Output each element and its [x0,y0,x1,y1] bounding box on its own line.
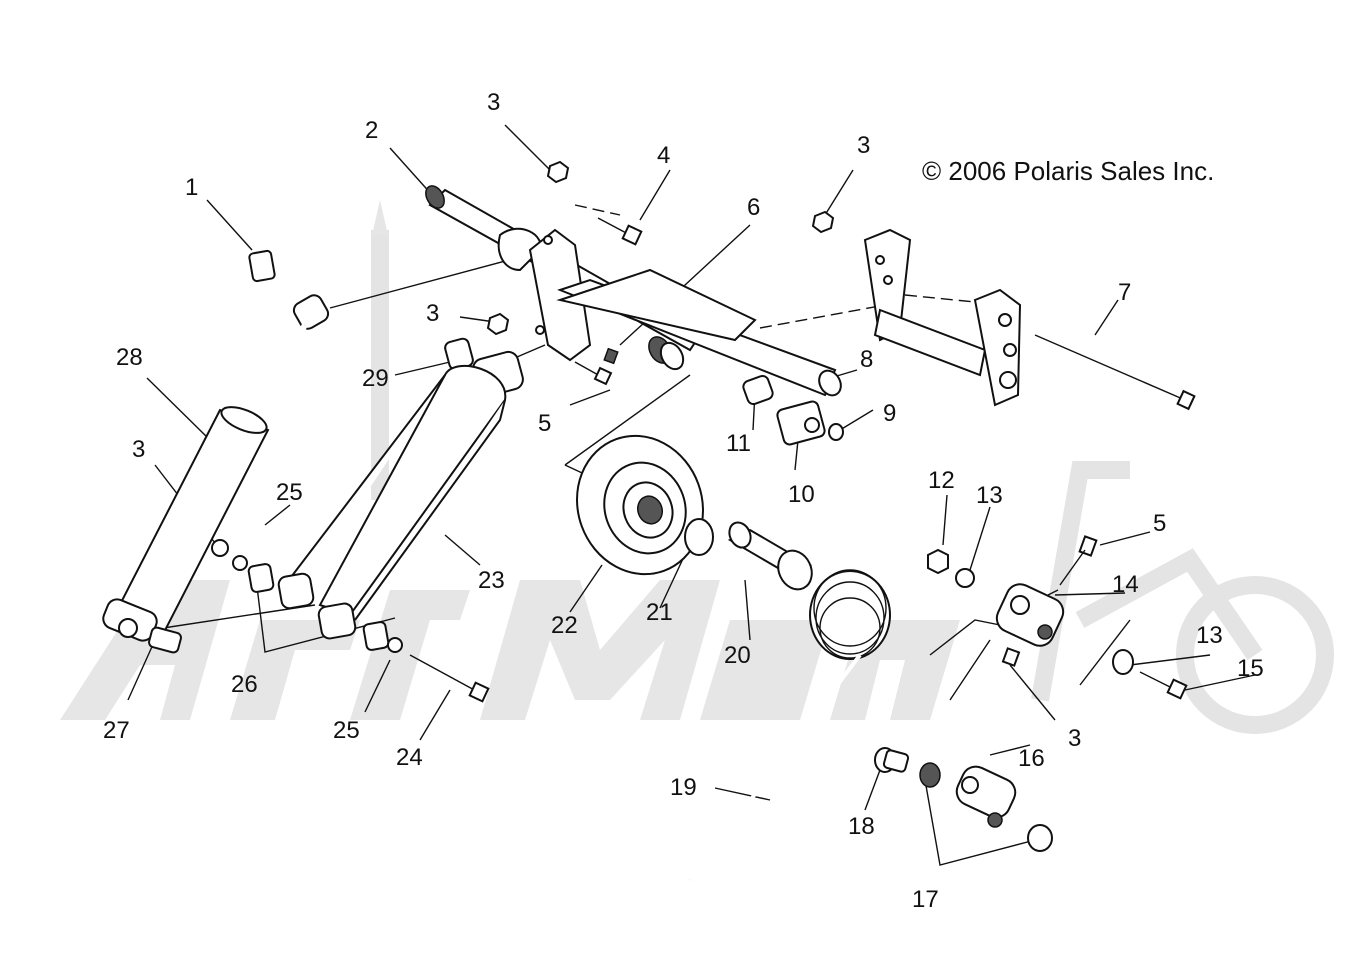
callout-label: 7 [1118,279,1131,306]
callout-label: 6 [747,194,760,221]
part-bolt-15 [1139,671,1188,700]
leader-lines [127,124,1256,866]
part-block-10 [776,400,826,446]
callout-label: 10 [788,481,815,508]
part-adjuster-cam-16 [955,765,1017,828]
part-bushing-1 [248,249,276,283]
callout-label: 16 [1018,745,1045,772]
callout-label: 26 [231,671,258,698]
callout-label: 3 [1068,725,1081,752]
part-pin-27 [148,626,182,654]
callout-label: 8 [860,346,873,373]
part-bolt-5a [574,361,613,386]
part-nut-3e [1001,647,1021,667]
callout-label: 1 [185,174,198,201]
callout-labels: 1 2 3 4 6 3 7 3 28 29 8 5 9 11 3 10 25 1… [103,89,1264,913]
callout-label: 9 [883,400,896,427]
part-link-arm-23 [283,350,524,621]
callout-label: 27 [103,717,130,744]
callout-label: 11 [726,430,751,457]
part-washer-13b [1112,649,1134,675]
parts [102,160,1196,882]
callout-label: 3 [426,300,439,327]
callout-label: 5 [538,410,551,437]
part-washer-25b [387,637,403,653]
callout-label: 4 [657,142,670,169]
part-bushing-26a [247,563,275,593]
part-washer-17b [1027,824,1053,852]
callout-label: 12 [928,467,955,494]
callout-label: 15 [1237,655,1264,682]
part-washer-13a [955,568,975,588]
part-bearing-sleeve [648,336,685,371]
part-bolt-5b [1047,535,1098,596]
callout-label: 28 [116,344,143,371]
callout-label: 24 [396,744,423,771]
callout-label: 25 [333,717,360,744]
callout-label: 21 [646,599,673,626]
callout-label: 3 [857,132,870,159]
part-nut-12 [927,548,949,575]
part-torsion-spring-19 [688,569,891,882]
copyright-text: © 2006 Polaris Sales Inc. [922,156,1214,186]
part-nut-3a [546,160,570,184]
part-pivot-tube-a [277,572,315,610]
part-adjuster-block-14 [995,583,1065,647]
part-bracket-plate [528,228,592,362]
part-bolt-24 [409,654,490,703]
callout-label: 3 [132,436,145,463]
callout-label: 3 [487,89,500,116]
part-nut-3c [486,312,510,336]
callout-label: 18 [848,813,875,840]
part-long-bolt-7 [1034,334,1196,411]
callout-label: 19 [670,774,697,801]
part-washer-17a [919,762,941,788]
part-bushing-11 [742,374,774,406]
part-shock-absorber-28 [102,294,330,642]
callout-label: 25 [276,479,303,506]
watermark-logo [60,200,1334,734]
callout-label: 20 [724,642,751,669]
part-nut-3d [211,539,229,557]
part-ring-21 [684,518,714,556]
callout-label: 13 [1196,622,1223,649]
callout-label: 29 [362,365,389,392]
callout-label: 22 [551,612,578,639]
callout-label: 2 [365,117,378,144]
part-o-ring-9 [828,423,844,441]
callout-label: 23 [478,567,505,594]
part-rear-bracket [863,228,1022,407]
part-rear-axle-8 [556,268,842,397]
part-grease-fitting-6 [603,347,619,365]
callout-label: 5 [1153,510,1166,537]
callout-label: 17 [912,886,939,913]
part-washer-25a [232,555,248,571]
part-pivot-tube-b [317,602,357,640]
callout-label: 14 [1112,571,1139,598]
callout-label: 13 [976,482,1003,509]
part-bolt-4 [597,217,643,246]
part-bushing-18 [874,747,910,773]
part-bushing-26b [362,621,390,651]
part-nut-3b [811,210,835,234]
part-spacer-sleeve-20 [727,521,813,591]
part-idler-wheel-22 [576,434,704,576]
